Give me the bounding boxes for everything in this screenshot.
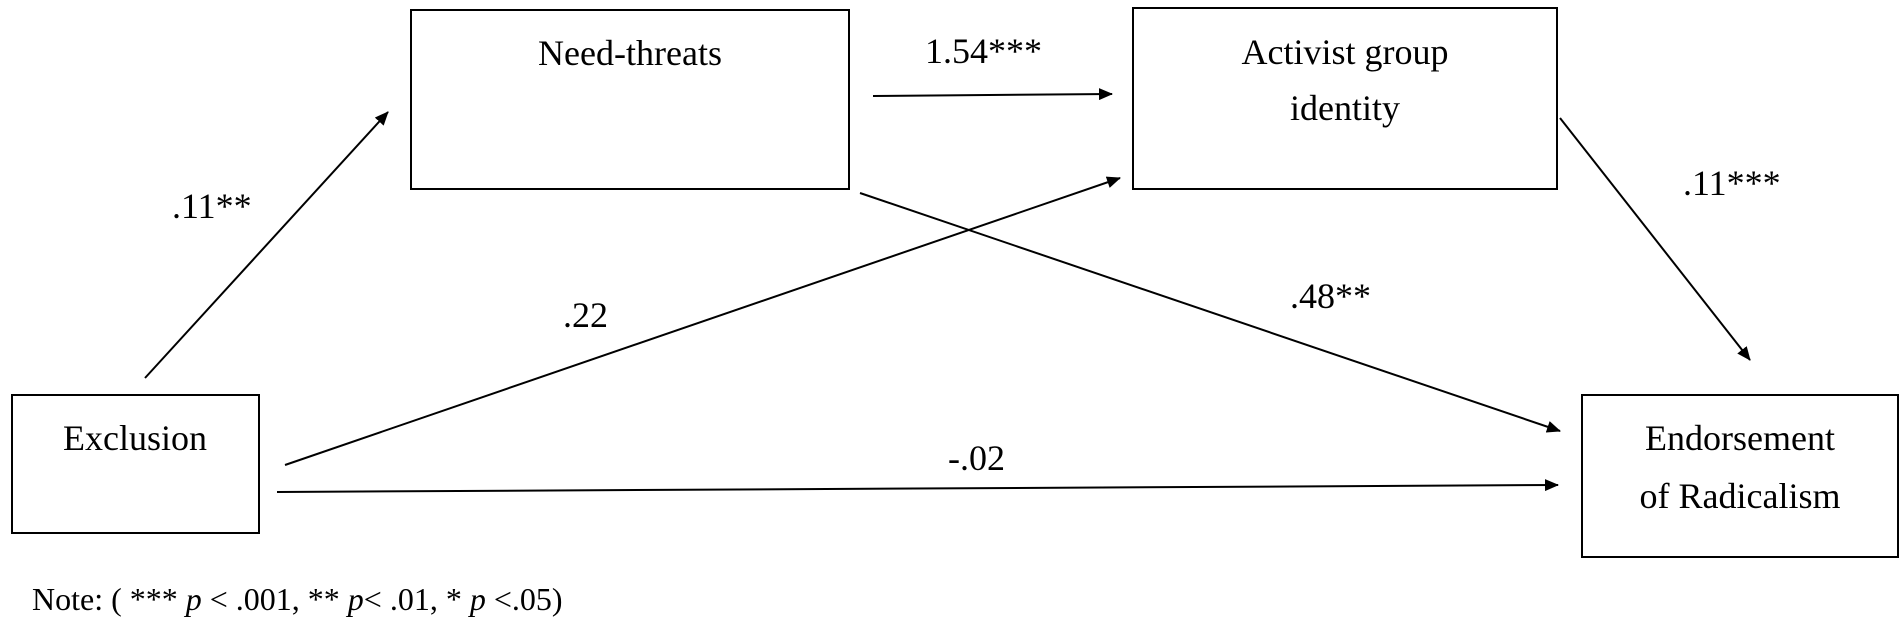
activist-group-identity-box: [1132, 7, 1558, 190]
need-threats-to-endorsement-arrow: [859, 192, 1561, 433]
need-threats-to-activist-arrow: [872, 88, 1113, 101]
note-p-symbol: p: [347, 581, 364, 617]
significance-note: Note: ( *** p < .001, ** p< .01, * p <.0…: [32, 583, 563, 615]
exclusion-to-endorsement-coefficient: -.02: [948, 438, 1005, 478]
activist-to-endorsement-arrow: [1559, 117, 1751, 361]
note-segment: < .001, **: [201, 581, 348, 617]
activist-to-endorsement-coefficient: .11***: [1683, 163, 1781, 203]
exclusion-to-endorsement-arrow: [276, 479, 1559, 493]
endorsement-of-radicalism-box: [1581, 394, 1899, 558]
note-p-symbol: p: [185, 581, 202, 617]
exclusion-to-activist-arrow: [284, 176, 1121, 466]
need-threats-to-endorsement-coefficient: .48**: [1290, 276, 1371, 316]
need-threats-label: Need-threats: [538, 33, 722, 73]
activist-group-identity-label-line1: Activist group: [1242, 32, 1449, 72]
exclusion-to-need-threats-arrow: [144, 111, 389, 379]
activist-group-identity-label-line2: identity: [1290, 88, 1400, 128]
endorsement-of-radicalism-label-line2: of Radicalism: [1640, 476, 1841, 516]
note-p-symbol: p: [469, 581, 486, 617]
need-threats-box: [410, 9, 850, 190]
endorsement-of-radicalism-label-line1: Endorsement: [1645, 418, 1835, 458]
need-threats-to-activist-coefficient: 1.54***: [925, 31, 1042, 71]
exclusion-to-activist-coefficient: .22: [563, 295, 608, 335]
exclusion-box: [11, 394, 260, 534]
note-segment: < .01, *: [363, 581, 470, 617]
exclusion-label: Exclusion: [63, 418, 207, 458]
note-segment: <.05): [485, 581, 563, 617]
exclusion-to-need-threats-coefficient: .11**: [172, 186, 252, 226]
note-prefix: Note: ( ***: [32, 581, 186, 617]
